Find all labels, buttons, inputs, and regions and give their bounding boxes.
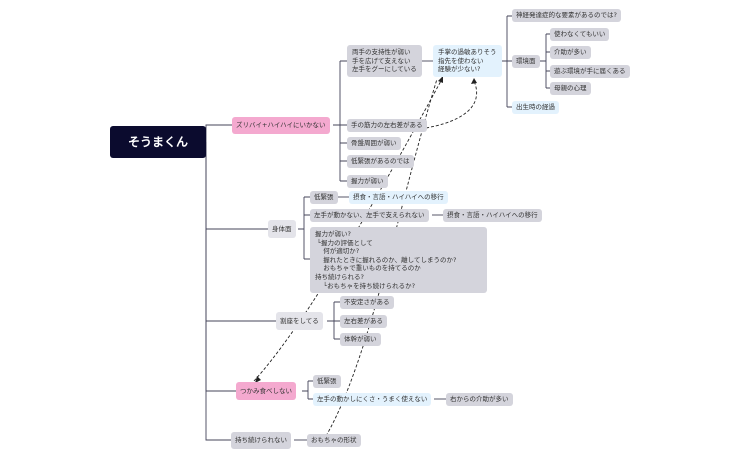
node-zuribai[interactable]: ズリバイ+ハイハイにいかない (232, 117, 330, 134)
node-kakuza[interactable]: 割座をしてる (276, 312, 323, 330)
edge-shintai-children (298, 196, 310, 260)
edge-tsukami-children (302, 380, 313, 400)
node-kinryoku[interactable]: 手の筋力の左右差がある (347, 119, 427, 132)
node-ryote[interactable]: 両手の支持性が弱い 手を広げて支えない 左手をグーにしている (347, 45, 422, 77)
dashed-arrow-tsukami-tenohira (253, 78, 443, 382)
node-tsukai[interactable]: 使わなくてもいい (550, 28, 610, 41)
edge-root-shintai (205, 142, 268, 230)
node-taikan[interactable]: 体幹が弱い (340, 333, 381, 346)
node-asobi[interactable]: 遊ぶ環境が手に届くある (550, 65, 630, 78)
node-mochitsuzuke[interactable]: 持ち続けられない (231, 432, 291, 449)
arrowhead (471, 78, 477, 84)
node-migikara[interactable]: 右からの介助が多い (446, 393, 513, 406)
node-teikincho[interactable]: 低緊張があるのでは (347, 155, 414, 168)
edge-root-mochitsuzuke (205, 142, 231, 441)
edge-root-zuribai (205, 124, 232, 142)
node-teikincho3[interactable]: 低緊張 (313, 375, 341, 388)
node-kaijo[interactable]: 介助が多い (550, 46, 591, 59)
node-omocha[interactable]: おもちゃの形状 (307, 434, 361, 447)
node-shinkei[interactable]: 神経発達症的な要素があるのでは? (512, 9, 621, 22)
node-fuantei[interactable]: 不安定さがある (340, 296, 394, 309)
node-tsukami[interactable]: つかみ食べしない (236, 382, 296, 400)
edge-tenohira-right (500, 15, 512, 108)
arrowhead (255, 376, 261, 383)
arrowhead (438, 76, 443, 83)
edge-kankyo-children (540, 33, 550, 89)
root-node[interactable]: そうまくん (110, 126, 206, 158)
node-shussei[interactable]: 出生時の経過 (512, 101, 559, 114)
node-hidarite[interactable]: 左手が動かない、左手で支えられない (310, 209, 429, 222)
node-bosei[interactable]: 母親の心理 (550, 82, 591, 95)
node-akuryoku[interactable]: 握力が弱い (347, 175, 388, 188)
node-sayuu[interactable]: 左右差がある (340, 315, 387, 328)
node-kenko[interactable]: 骨盤周囲が弱い (347, 137, 401, 150)
node-sesshoku2[interactable]: 摂食・言語・ハイハイへの移行 (443, 209, 542, 222)
node-tenohira[interactable]: 手掌の過敏ありそう 指先を使わない 経験が少ない? (433, 45, 502, 77)
edge-kakuza-children (327, 301, 340, 340)
node-sesshoku[interactable]: 摂食・言語・ハイハイへの移行 (349, 191, 448, 204)
edge-root-tsukami (205, 142, 236, 392)
node-shintai[interactable]: 身体面 (268, 220, 296, 238)
node-hidarite2[interactable]: 左手の動かしにくさ・うまく使えない (313, 393, 432, 406)
node-teikincho2[interactable]: 低緊張 (310, 191, 338, 204)
node-akuryoku-q[interactable]: 握力が弱い? └握力の評価として 何が適切か? 握れたときに握れるのか、離してし… (310, 227, 487, 293)
node-kankyo[interactable]: 環境面 (512, 55, 540, 68)
edge-zuribai-children (333, 60, 347, 182)
dashed-arrow-kinryoku-tenohira (425, 80, 477, 129)
edge-root-kakuza (205, 142, 276, 322)
